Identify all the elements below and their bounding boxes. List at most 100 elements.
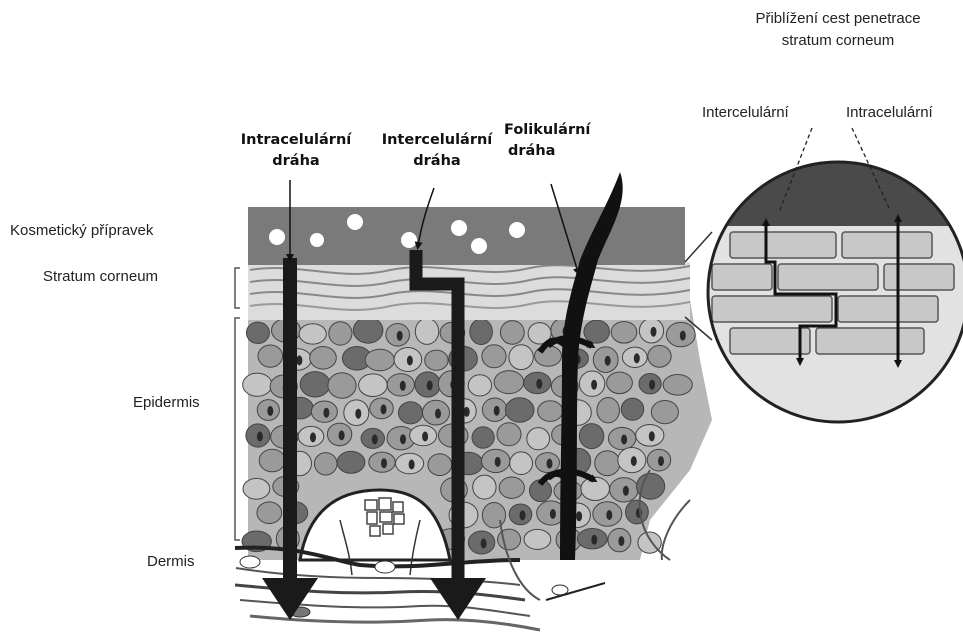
zoom-label-intracellular: Intracelulární — [846, 104, 933, 121]
epidermis-cell — [648, 345, 671, 367]
epidermis-cell — [621, 398, 643, 420]
follicular-line2: dráha — [504, 141, 602, 162]
intracellular-line2: dráha — [238, 151, 354, 172]
epidermis-cell — [538, 401, 563, 422]
epidermis-cell — [510, 452, 533, 475]
cell-nucleus — [409, 460, 415, 470]
cell-nucleus — [634, 353, 640, 363]
epidermis-cell — [535, 346, 562, 367]
epidermis-cell — [482, 503, 505, 528]
cell-nucleus — [547, 459, 553, 469]
epidermis-cell — [353, 317, 383, 343]
cell-nucleus — [494, 406, 500, 416]
cell-nucleus — [381, 458, 387, 468]
epidermis-cell — [500, 321, 524, 345]
epidermis-cell — [597, 398, 620, 423]
epidermis-cell — [258, 345, 283, 367]
epidermis-cell — [365, 349, 394, 371]
zoom-title-line1: Přiblížení cest penetrace — [718, 8, 958, 30]
layer-brackets — [235, 268, 240, 540]
cell-nucleus — [621, 435, 627, 445]
epidermis-cell — [663, 375, 692, 396]
cell-nucleus — [355, 409, 361, 419]
zoom-title: Přiblížení cest penetrace stratum corneu… — [718, 8, 958, 52]
label-follicular-pathway: Folikulární dráha — [504, 120, 602, 162]
cell-nucleus — [323, 408, 329, 418]
epidermis-cell — [428, 454, 452, 476]
cell-nucleus — [520, 510, 526, 520]
epidermis-cell — [579, 424, 603, 449]
epidermis-cell — [243, 373, 272, 396]
cell-nucleus — [623, 486, 629, 496]
epidermis-cell — [468, 375, 491, 396]
cell-nucleus — [257, 432, 263, 442]
epidermis-cell — [584, 320, 610, 343]
cell-nucleus — [381, 404, 387, 414]
epidermis-cell — [337, 451, 365, 473]
epidermis-cell — [398, 402, 422, 424]
cell-nucleus — [400, 381, 406, 391]
epidermis-cell — [497, 423, 521, 446]
label-intercellular-pathway: Intercelulární dráha — [376, 130, 498, 172]
cell-nucleus — [495, 457, 501, 467]
cell-nucleus — [651, 327, 657, 337]
epidermis-cell — [359, 374, 388, 397]
layer-label-epidermis: Epidermis — [133, 394, 200, 411]
epidermis-cell — [524, 529, 551, 549]
epidermis-cell — [259, 449, 285, 472]
cell-nucleus — [400, 434, 406, 444]
epidermis-cell — [329, 322, 352, 345]
cell-nucleus — [550, 509, 556, 519]
cell-nucleus — [591, 380, 597, 390]
epidermis-cell — [300, 372, 330, 397]
cell-nucleus — [606, 510, 612, 520]
cosmetic-product-layer — [248, 207, 685, 265]
cell-nucleus — [464, 407, 470, 417]
epidermis-cell — [472, 427, 494, 448]
epidermis-cell — [651, 401, 678, 424]
epidermis-cell — [246, 322, 269, 343]
epidermis-cell — [470, 319, 493, 345]
cell-nucleus — [397, 331, 403, 341]
cell-nucleus — [339, 430, 345, 440]
epidermis-cell — [499, 477, 524, 498]
cell-nucleus — [576, 511, 582, 521]
cell-nucleus — [631, 456, 637, 466]
cell-nucleus — [605, 356, 611, 366]
cell-nucleus — [591, 535, 597, 545]
cell-nucleus — [267, 406, 273, 416]
cell-nucleus — [296, 355, 302, 365]
epidermis-cell — [527, 428, 550, 450]
cell-nucleus — [481, 539, 487, 549]
cell-nucleus — [435, 409, 441, 419]
intercellular-line2: dráha — [376, 151, 498, 172]
cell-nucleus — [649, 431, 655, 441]
epidermis-cell — [595, 451, 620, 476]
epidermis-cell — [314, 453, 337, 475]
epidermis-cell — [473, 475, 496, 499]
epidermis-cell — [581, 477, 610, 500]
epidermis-cell — [328, 373, 356, 398]
epidermis-cell — [425, 350, 448, 370]
cell-nucleus — [427, 381, 433, 391]
epidermis-cell — [482, 345, 506, 368]
epidermis-cell — [310, 347, 337, 370]
epidermis-cell — [415, 318, 438, 344]
cell-nucleus — [422, 432, 428, 442]
intercellular-line1: Intercelulární — [376, 130, 498, 151]
cell-nucleus — [680, 331, 686, 341]
cell-nucleus — [310, 432, 316, 442]
epidermis-cell — [299, 324, 326, 344]
zoom-title-line2: stratum corneum — [718, 30, 958, 52]
stratum-corneum-layer — [248, 262, 690, 320]
layer-label-dermis: Dermis — [147, 553, 195, 570]
epidermis-cell — [494, 371, 524, 394]
follicular-line1: Folikulární — [504, 120, 602, 141]
epidermis-cell — [611, 322, 637, 344]
epidermis-cell — [257, 502, 282, 524]
cell-nucleus — [658, 456, 664, 466]
zoom-circle — [708, 128, 963, 422]
layer-label-stratum-corneum: Stratum corneum — [43, 268, 158, 285]
intracellular-line1: Intracelulární — [238, 130, 354, 151]
